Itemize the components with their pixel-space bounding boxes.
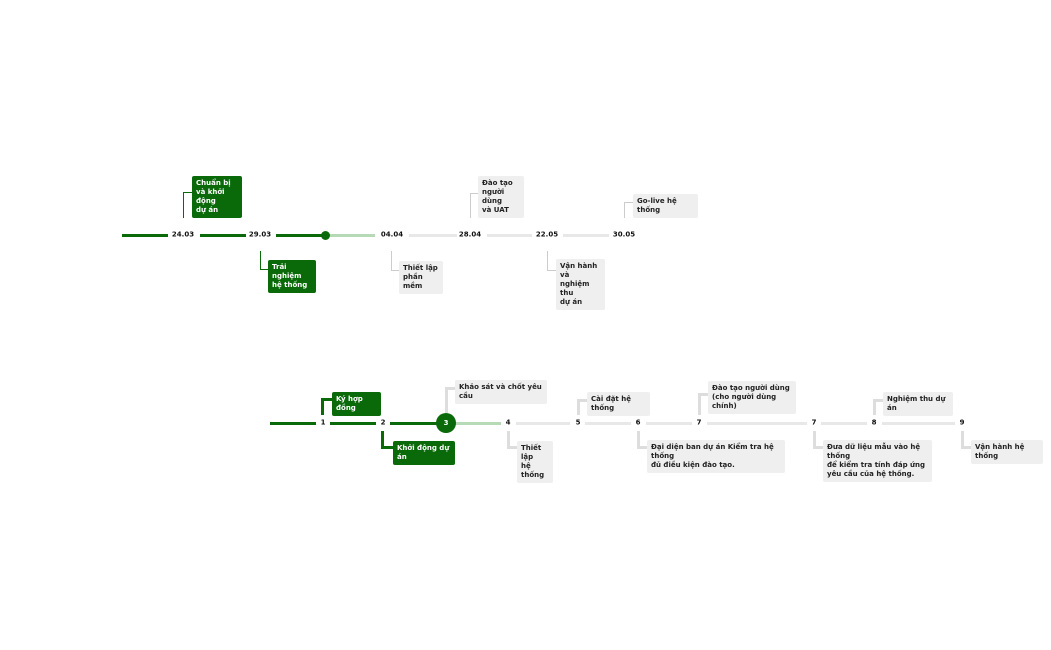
- connector: [698, 393, 701, 415]
- phase-label: Đào tạo người dùng và UAT: [478, 176, 524, 218]
- date-tick: 28.04: [456, 230, 484, 240]
- step-label: Đại diện ban dự án Kiểm tra hệ thống đủ …: [647, 440, 785, 473]
- step-label: Đưa dữ liệu mẫu vào hệ thống để kiểm tra…: [823, 440, 932, 482]
- segment-todo: [516, 422, 570, 425]
- segment-todo: [563, 234, 609, 237]
- step-tick: 9: [957, 418, 967, 428]
- connector: [873, 399, 883, 402]
- segment-done: [122, 234, 168, 237]
- date-tick: 22.05: [533, 230, 561, 240]
- segment-active: [455, 422, 501, 425]
- step-tick: 5: [573, 418, 583, 428]
- connector: [813, 446, 823, 449]
- connector: [577, 399, 587, 402]
- segment-active: [325, 234, 375, 237]
- connector: [391, 270, 399, 271]
- connector: [961, 431, 964, 448]
- date-tick: 24.03: [169, 230, 197, 240]
- date-tick: 29.03: [246, 230, 274, 240]
- step-tick: 1: [318, 418, 328, 428]
- connector: [507, 446, 517, 449]
- segment-todo: [585, 422, 631, 425]
- segment-todo: [646, 422, 692, 425]
- connector: [321, 398, 332, 401]
- step-label: Ký hợp đồng: [332, 392, 381, 416]
- phase-label: Go-live hệ thống: [633, 194, 698, 218]
- step-tick: 6: [633, 418, 643, 428]
- connector: [637, 431, 640, 448]
- connector: [470, 193, 478, 194]
- connector: [381, 446, 393, 449]
- connector: [381, 431, 384, 448]
- connector: [961, 446, 971, 449]
- connector: [698, 393, 708, 396]
- segment-done: [390, 422, 438, 425]
- step-label: Khởi động dự án: [393, 441, 455, 465]
- phase-label: Trải nghiệm hệ thống: [268, 260, 316, 293]
- connector: [445, 387, 448, 413]
- connector: [391, 251, 392, 271]
- phase-label: Thiết lập phần mềm: [399, 261, 443, 294]
- connector: [321, 398, 324, 415]
- step-tick: 4: [503, 418, 513, 428]
- step-label: Khảo sát và chốt yêu cầu: [455, 380, 547, 404]
- connector: [813, 431, 816, 448]
- segment-todo: [882, 422, 955, 425]
- segment-todo: [487, 234, 532, 237]
- segment-todo: [707, 422, 807, 425]
- segment-done: [200, 234, 246, 237]
- step-tick: 8: [869, 418, 879, 428]
- connector: [260, 269, 268, 270]
- connector: [547, 251, 548, 271]
- segment-todo: [821, 422, 867, 425]
- step-label: Đào tạo người dùng (cho người dùng chính…: [708, 381, 796, 414]
- connector: [637, 446, 647, 449]
- step-label: Vận hành hệ thống: [971, 440, 1043, 464]
- step-label: Thiết lập hệ thống: [517, 441, 553, 483]
- step-tick: 2: [378, 418, 388, 428]
- segment-done: [270, 422, 316, 425]
- connector: [547, 270, 556, 271]
- connector: [183, 192, 193, 193]
- date-tick: 04.04: [378, 230, 406, 240]
- step-label: Cài đặt hệ thống: [587, 392, 650, 416]
- connector: [507, 431, 510, 448]
- step-tick: 7: [694, 418, 704, 428]
- connector: [873, 399, 876, 415]
- current-step-marker: 3: [436, 413, 456, 433]
- connector: [470, 193, 471, 218]
- connector: [260, 251, 261, 270]
- step-label: Nghiệm thu dự án: [883, 392, 953, 416]
- segment-done: [276, 234, 325, 237]
- progress-dot: [321, 231, 330, 240]
- connector: [624, 202, 625, 218]
- connector: [445, 387, 455, 390]
- connector: [577, 399, 580, 415]
- phase-label: Chuẩn bị và khởi động dự án: [192, 176, 242, 218]
- connector: [624, 202, 633, 203]
- segment-todo: [409, 234, 457, 237]
- date-tick: 30.05: [610, 230, 638, 240]
- connector: [183, 192, 184, 218]
- phase-label: Vận hành và nghiệm thu dự án: [556, 259, 605, 310]
- step-tick: 7: [809, 418, 819, 428]
- segment-done: [330, 422, 376, 425]
